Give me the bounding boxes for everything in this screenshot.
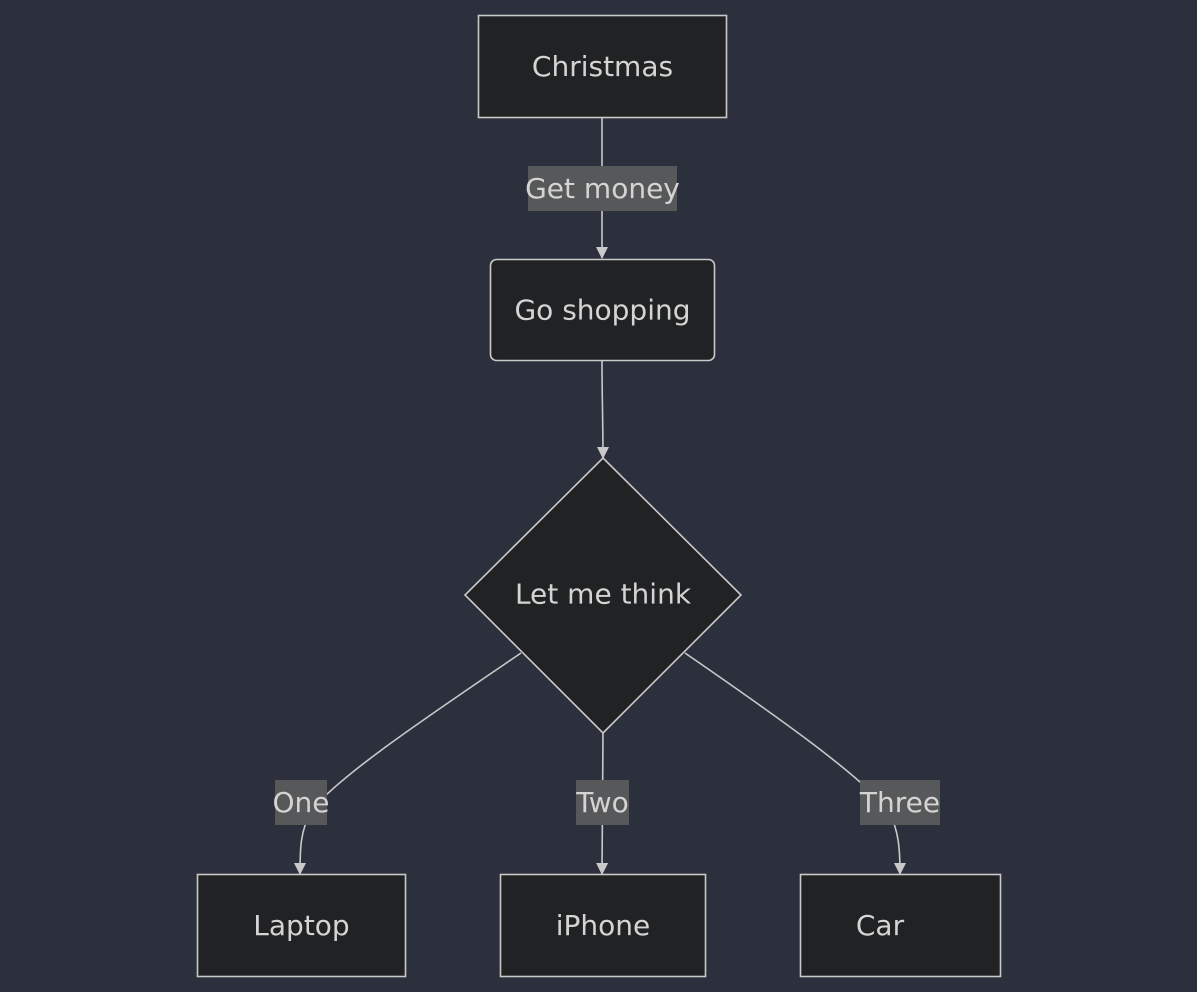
node-go-shopping-label: Go shopping [514,294,690,327]
node-christmas[interactable]: Christmas [477,14,728,119]
node-laptop[interactable]: Laptop [196,873,407,978]
node-car[interactable]: Car [799,873,1002,978]
node-christmas-label: Christmas [532,50,673,83]
edge-label-three: Three [859,780,940,825]
edge-shopping-to-decision [596,360,609,459]
node-decision[interactable]: Let me think [463,456,743,735]
edge-label-two-text: Two [575,786,629,819]
edge-decision-to-laptop [294,652,522,875]
node-laptop-label: Laptop [253,909,349,942]
edge-label-two: Two [575,780,629,825]
edge-label-one: One [272,780,330,825]
node-iphone[interactable]: iPhone [499,873,707,978]
edge-label-three-text: Three [859,786,940,819]
node-iphone-label: iPhone [556,909,651,942]
edge-label-one-text: One [272,786,329,819]
node-decision-label: Let me think [515,578,692,611]
node-go-shopping[interactable]: Go shopping [489,258,716,362]
node-car-label: Car [856,909,905,942]
edge-label-get-money-text: Get money [525,172,680,205]
edge-decision-to-car [684,652,906,875]
edge-label-get-money: Get money [525,166,680,211]
